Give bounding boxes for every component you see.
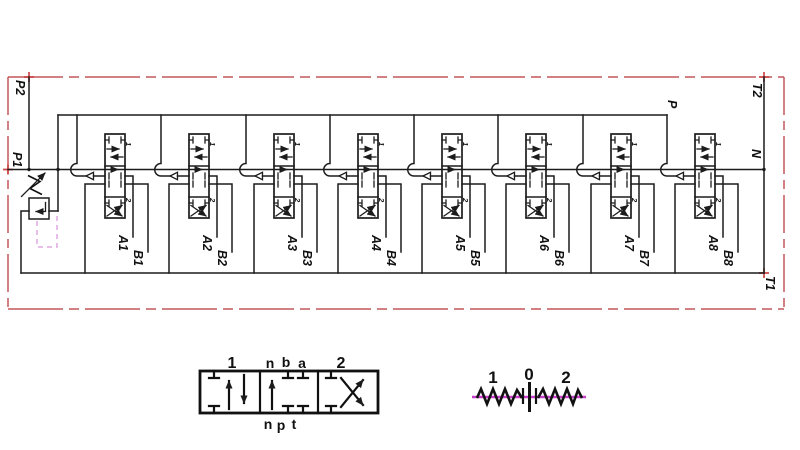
detail-neutral-port-marks <box>281 369 310 415</box>
detail-pos2-cross-1 <box>339 378 365 409</box>
valve2-port-a-label: A2 <box>200 234 214 251</box>
relief-spring-icon <box>27 174 43 196</box>
relief-to-tank-line <box>20 210 30 274</box>
detail-label-p: p <box>277 417 286 433</box>
valve2-pos2-label: 2 <box>208 197 217 203</box>
right-centering-spring-icon <box>536 385 584 408</box>
valve4-port-b-label: B4 <box>384 250 398 266</box>
detail-label-b: b <box>282 354 291 370</box>
lever-label-0: 0 <box>524 365 533 384</box>
relief-flow-arrow <box>35 201 47 216</box>
valve4-pos2-label: 2 <box>377 197 386 203</box>
valve5-pos1-label: 1 <box>461 142 470 146</box>
valve-section-6: 1 2 A6 B6 <box>492 115 569 273</box>
valve-section-1: 1 2 A1 B1 <box>71 115 148 273</box>
valve6-pos2-label: 2 <box>545 197 554 203</box>
detail-label-2: 2 <box>337 355 346 372</box>
junction-dot-n <box>762 167 766 172</box>
valve3-pos2-label: 2 <box>293 197 302 203</box>
port-label-t2: T2 <box>750 83 764 98</box>
lever-label-2: 2 <box>561 368 570 387</box>
valve7-port-b-label: B7 <box>637 250 651 267</box>
valve-section-4: 1 2 A4 B4 <box>324 115 401 273</box>
valve7-pos1-label: 1 <box>630 142 639 146</box>
valve8-port-a-label: A8 <box>706 234 720 251</box>
valve-sections: 1 2 A1 B1 1 2 A2 B2 1 2 A3 B3 1 2 A4 B4 <box>71 115 738 273</box>
relief-pilot-line <box>36 213 58 248</box>
port-label-n: N <box>749 149 763 159</box>
valve2-pos1-label: 1 <box>208 142 217 146</box>
lever-label-1: 1 <box>488 368 497 387</box>
detail-pos2-port-marks <box>324 369 338 415</box>
port-label-t1: T1 <box>763 276 777 291</box>
valve4-port-a-label: A4 <box>369 234 383 251</box>
left-centering-spring-icon <box>475 385 524 408</box>
valve7-port-a-label: A7 <box>622 234 636 252</box>
valve1-pos2-label: 2 <box>124 197 133 203</box>
port-label-p: P <box>665 100 679 109</box>
valve3-pos1-label: 1 <box>293 142 302 146</box>
valve6-port-b-label: B6 <box>552 250 566 267</box>
valve-section-8: 1 2 A8 B8 <box>661 115 738 273</box>
detail-label-n-top: n <box>266 355 275 371</box>
detail-label-a: a <box>298 355 306 371</box>
valve1-pos1-label: 1 <box>124 142 133 146</box>
port-labels: P2 P1 P T2 N T1 <box>10 80 777 291</box>
detail-label-t: t <box>292 416 297 432</box>
detail-pos2-cross-2 <box>339 376 365 407</box>
valve6-port-a-label: A6 <box>537 234 551 252</box>
valve5-port-b-label: B5 <box>468 250 482 267</box>
valve7-pos2-label: 2 <box>630 197 639 203</box>
relief-valve-body <box>28 197 50 220</box>
main-lines <box>7 76 766 274</box>
valve8-pos2-label: 2 <box>714 197 723 203</box>
relief-adjust-arrow <box>20 172 46 198</box>
valve1-port-a-label: A1 <box>116 234 130 251</box>
valve-section-5: 1 2 A5 B5 <box>408 115 485 273</box>
detail-label-n-bottom: n <box>264 416 273 432</box>
valve1-port-b-label: B1 <box>131 250 145 266</box>
valve3-port-a-label: A3 <box>285 234 299 251</box>
port-label-p1: P1 <box>10 152 24 167</box>
valve5-port-a-label: A5 <box>453 234 467 252</box>
valve8-port-b-label: B8 <box>721 250 735 266</box>
valve-section-7: 1 2 A7 B7 <box>577 115 654 273</box>
valve2-port-b-label: B2 <box>215 250 229 266</box>
valve3-port-b-label: B3 <box>300 250 314 266</box>
junction-dot-p2 <box>27 167 31 172</box>
spool-detail-symbol: 1 n b a 2 n p t <box>198 354 380 433</box>
relief-valve <box>20 172 59 274</box>
lever-detail-symbol: 1 0 2 <box>472 365 586 412</box>
detail-label-1: 1 <box>228 355 237 372</box>
valve5-pos2-label: 2 <box>461 197 470 203</box>
port-label-p2: P2 <box>13 80 27 95</box>
valve4-pos1-label: 1 <box>377 142 386 146</box>
valve-section-2: 1 2 A2 B2 <box>155 115 232 273</box>
junction-dot-riser <box>56 167 60 172</box>
valve8-pos1-label: 1 <box>714 142 723 146</box>
valve6-pos1-label: 1 <box>545 142 554 146</box>
valve-section-3: 1 2 A3 B3 <box>240 115 317 273</box>
detail-pos1-port-marks <box>207 369 221 415</box>
